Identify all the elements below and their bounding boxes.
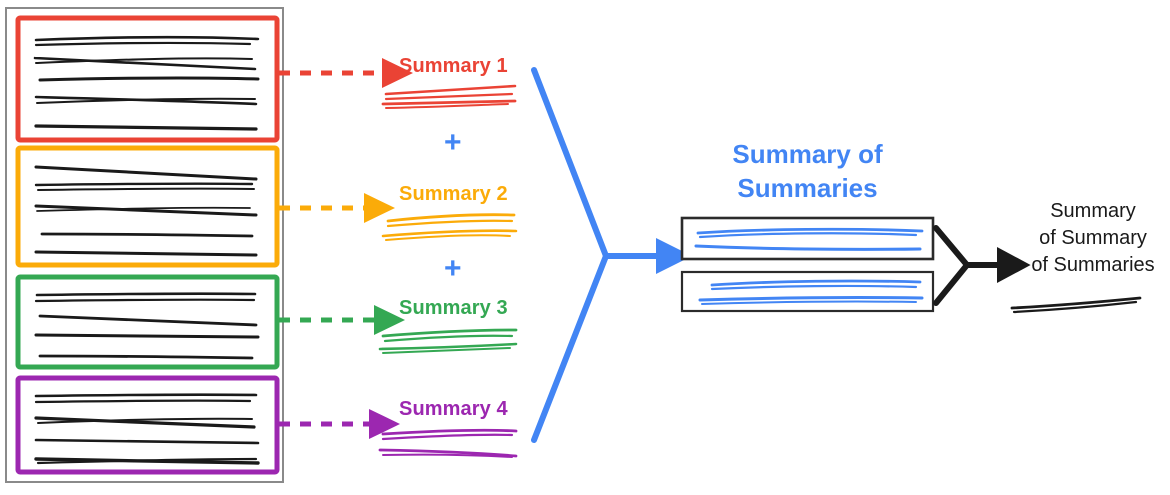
chunk-box-1[interactable] <box>15 15 280 143</box>
sos-title-line-2: Summaries <box>737 173 878 203</box>
summary-1-scribble <box>381 84 517 109</box>
plus-sign-1: + <box>444 126 462 159</box>
blue-merge-funnel <box>531 67 609 443</box>
black-merge-funnel <box>933 225 970 306</box>
final-output-scribble <box>1010 296 1142 314</box>
plus-sign-2: + <box>444 252 462 285</box>
chunk-3-text-lines <box>34 292 260 360</box>
summary-label-3: Summary 3 <box>399 297 508 319</box>
summary-of-summaries-box-1[interactable] <box>680 216 935 261</box>
final-line-2: of Summary <box>1039 227 1147 249</box>
summary-4-scribble <box>378 428 518 458</box>
chunk-4-text-lines <box>34 393 260 465</box>
summary-of-summaries-box-2[interactable] <box>680 270 935 313</box>
sos-title-line-1: Summary of <box>732 139 883 169</box>
summary-label-1: Summary 1 <box>399 55 508 77</box>
summary-label-4: Summary 4 <box>399 398 508 420</box>
chunk-box-2[interactable] <box>15 145 280 268</box>
chunk-2-text-lines <box>34 165 258 257</box>
summary-3-scribble <box>378 328 518 354</box>
summary-label-2: Summary 2 <box>399 183 508 205</box>
summary-2-scribble <box>381 213 518 241</box>
summary-of-summaries-title: Summary of Summaries <box>700 137 915 205</box>
final-line-3: of Summaries <box>1031 254 1155 276</box>
final-output-label: Summary of Summary of Summaries <box>1018 198 1168 279</box>
chunk-box-4[interactable] <box>15 375 280 475</box>
final-line-1: Summary <box>1050 200 1136 222</box>
chunk-1-text-lines <box>33 35 260 131</box>
sos-box-2-lines <box>698 279 924 305</box>
document-collection-container <box>5 7 284 483</box>
chunk-box-3[interactable] <box>15 274 280 370</box>
sos-box-1-lines <box>694 227 924 251</box>
